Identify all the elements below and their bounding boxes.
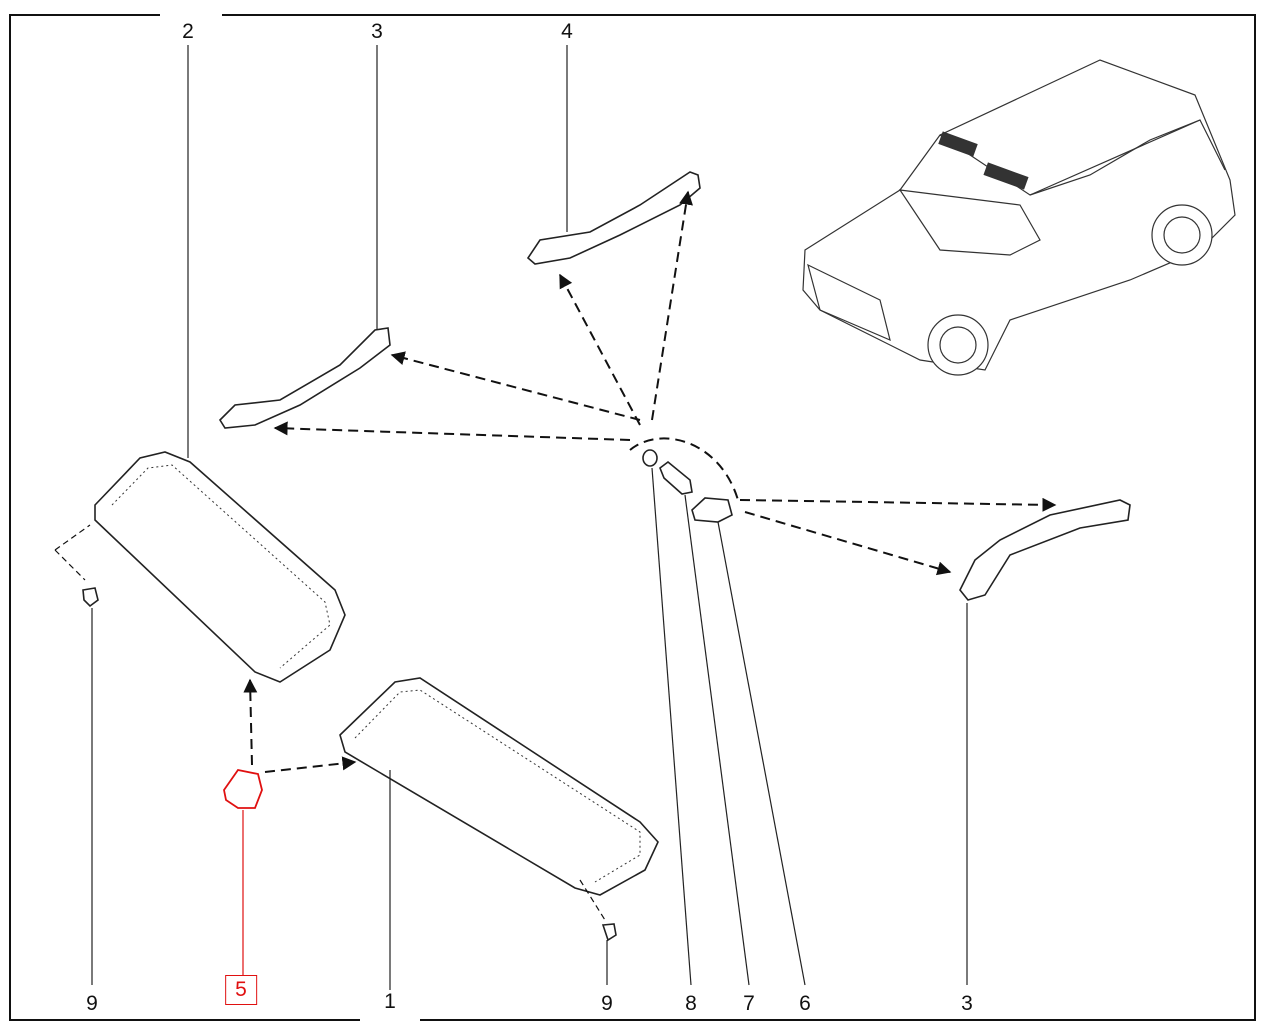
grab-handle-3 — [218, 327, 391, 429]
sun-visor-2 — [94, 451, 346, 683]
grab-handle-4 — [526, 171, 701, 265]
screw-9-left — [82, 587, 99, 608]
callout-8: 8 — [685, 992, 697, 1015]
screw-7 — [659, 460, 693, 495]
callout-4: 4 — [561, 20, 573, 43]
screw-9-right — [601, 923, 617, 942]
callout-3-bottom: 3 — [961, 992, 973, 1015]
callout-6: 6 — [799, 992, 811, 1015]
grab-handle-3-right — [959, 499, 1131, 601]
callout-3-top: 3 — [371, 20, 383, 43]
frame — [9, 14, 1256, 1021]
callout-7: 7 — [743, 992, 755, 1015]
clip-5 — [223, 769, 263, 809]
cap-6 — [691, 497, 733, 523]
spacer-8 — [642, 449, 658, 467]
callout-1: 1 — [384, 990, 396, 1013]
sun-visor-1 — [339, 677, 659, 896]
callout-9-right: 9 — [601, 992, 613, 1015]
callout-9-left: 9 — [86, 992, 98, 1015]
vehicle-illustration — [802, 59, 1236, 376]
callout-2: 2 — [182, 20, 194, 43]
callout-5-highlighted[interactable]: 5 — [225, 975, 257, 1005]
